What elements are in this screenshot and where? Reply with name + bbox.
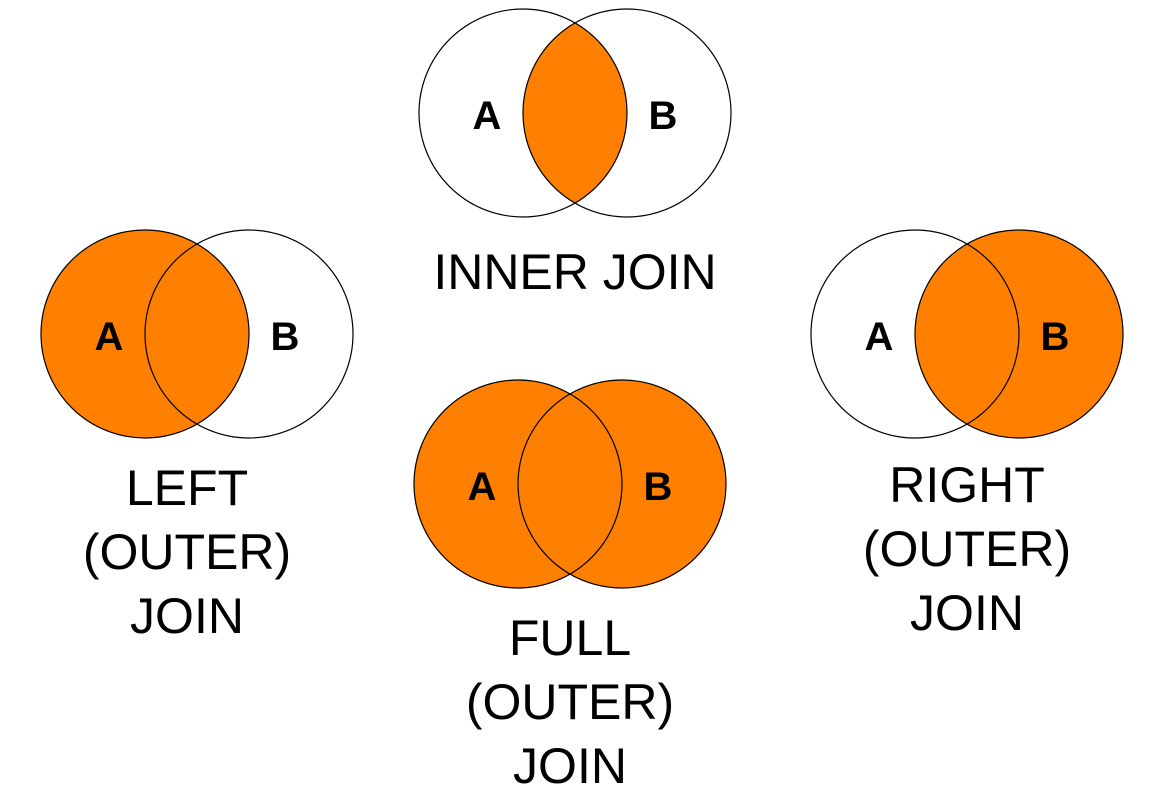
full-caption-line-2: (OUTER) (465, 674, 675, 730)
left-caption-line-1: LEFT (125, 460, 249, 516)
full-set-b-label: B (644, 465, 673, 509)
inner-set-a-label: A (473, 94, 502, 138)
left-join-caption: LEFT (OUTER) JOIN (37, 456, 337, 648)
full-set-a-outline (413, 379, 623, 589)
left-join-venn: A B (40, 229, 354, 439)
full-caption-line-3: JOIN (513, 738, 627, 794)
inner-join-caption: INNER JOIN (405, 240, 745, 304)
inner-set-b-outline (522, 8, 732, 218)
full-set-a-label: A (468, 465, 497, 509)
inner-intersection-region (523, 9, 627, 217)
inner-set-a-outline (418, 8, 628, 218)
full-caption-line-1: FULL (508, 610, 632, 666)
left-caption-line-3: JOIN (130, 588, 244, 644)
right-join-venn: A B (810, 229, 1124, 439)
left-set-a-label: A (95, 315, 124, 359)
right-set-b-outline (914, 229, 1124, 439)
left-caption-line-2: (OUTER) (82, 524, 292, 580)
full-join-venn: A B (413, 379, 727, 589)
full-join-caption: FULL (OUTER) JOIN (420, 606, 720, 798)
inner-join-venn: A B (418, 8, 732, 218)
left-set-b-outline (144, 229, 354, 439)
right-set-a-label: A (865, 315, 894, 359)
left-set-b-label: B (271, 315, 300, 359)
right-caption-line-1: RIGHT (889, 457, 1045, 513)
right-set-a-outline (810, 229, 1020, 439)
right-caption-line-3: JOIN (910, 585, 1024, 641)
inner-caption-line-1: INNER JOIN (433, 244, 717, 300)
inner-set-b-label: B (649, 94, 678, 138)
right-set-b-label: B (1041, 315, 1070, 359)
full-set-b-outline (517, 379, 727, 589)
right-join-caption: RIGHT (OUTER) JOIN (817, 453, 1117, 645)
right-caption-line-2: (OUTER) (862, 521, 1072, 577)
left-set-a-outline (40, 229, 250, 439)
